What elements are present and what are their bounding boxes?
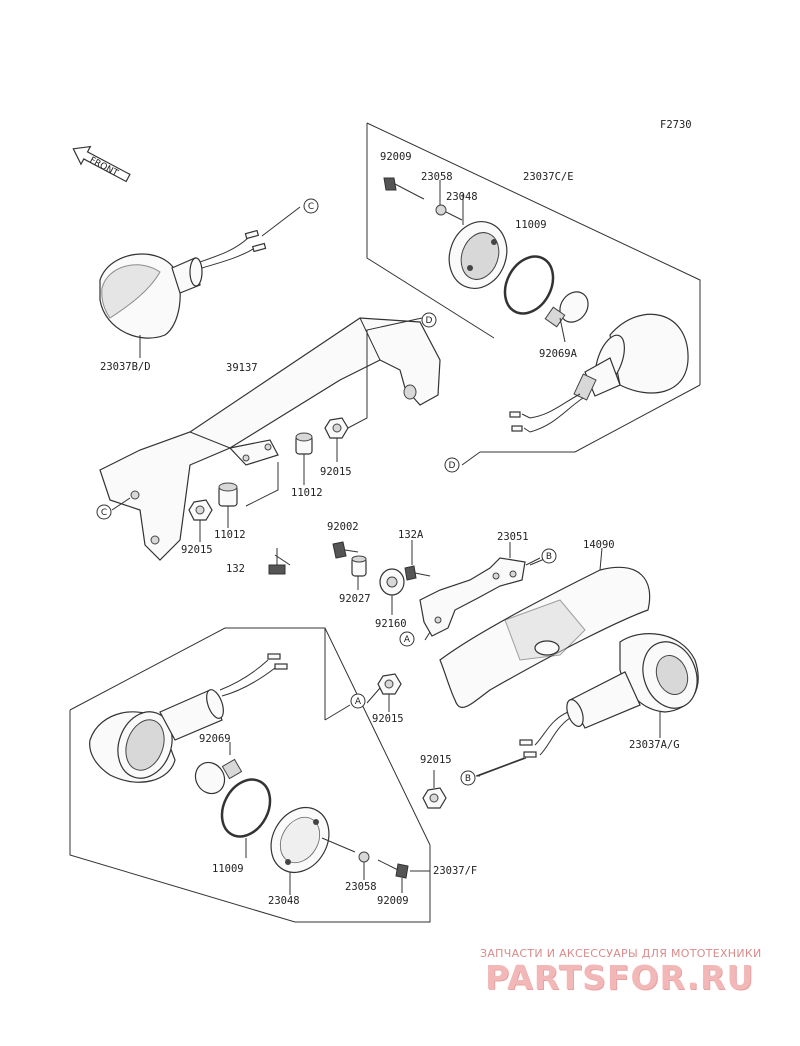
label-23058-top: 23058 — [421, 171, 453, 183]
svg-text:A: A — [355, 697, 362, 707]
screw-92009-top — [383, 177, 425, 200]
ref-circle-d-bottom: D — [444, 457, 460, 473]
svg-text:C: C — [101, 508, 107, 518]
front-arrow-icon: FRONT — [72, 145, 131, 183]
label-23058-bottom: 23058 — [345, 881, 377, 893]
svg-text:A: A — [404, 635, 411, 645]
label-92069a: 92069A — [539, 348, 578, 360]
figure-code: F2730 — [660, 119, 692, 131]
front-label: FRONT — [88, 156, 120, 179]
damper-92160 — [379, 568, 405, 596]
nut-92015-bottom — [422, 787, 447, 809]
bulb-92069 — [194, 758, 243, 795]
svg-text:B: B — [546, 552, 552, 562]
turn-signal-housing-ce — [509, 313, 689, 433]
bracket-23051 — [419, 557, 541, 637]
label-92027: 92027 — [339, 593, 371, 605]
label-132: 132 — [226, 563, 245, 575]
bushing-11012-right — [295, 432, 313, 455]
ref-circle-b-top: B — [541, 548, 557, 564]
label-11009-bottom: 11009 — [212, 863, 244, 875]
label-23037ag: 23037A/G — [629, 739, 680, 751]
ref-circle-c-bottom: C — [96, 504, 112, 520]
ref-circle-c-top: C — [303, 198, 319, 214]
label-23037f: 23037/F — [433, 865, 477, 877]
label-132a: 132A — [398, 529, 424, 541]
watermark-tagline: ЗАПЧАСТИ И АКСЕССУАРЫ ДЛЯ МОТОТЕХНИКИ — [480, 947, 762, 960]
assembly-box-23037ce — [366, 122, 701, 453]
gasket-11009-bottom — [220, 778, 272, 838]
svg-text:B: B — [465, 774, 471, 784]
svg-text:C: C — [308, 202, 314, 212]
turn-signal-23037ag — [475, 633, 699, 777]
label-23048-bottom: 23048 — [268, 895, 300, 907]
label-14090: 14090 — [583, 539, 615, 551]
label-92069: 92069 — [199, 733, 231, 745]
screw-92009-bottom — [377, 859, 430, 879]
svg-text:D: D — [449, 461, 456, 471]
label-11012-right: 11012 — [291, 487, 323, 499]
label-92009-bottom: 92009 — [377, 895, 409, 907]
label-39137: 39137 — [226, 362, 258, 374]
bolt-132a — [404, 565, 431, 581]
label-92015-bottom: 92015 — [420, 754, 452, 766]
collar-92027 — [351, 555, 367, 577]
ref-circle-d-top: D — [421, 312, 437, 328]
label-23037bd: 23037B/D — [100, 361, 151, 373]
bushing-11012-left — [218, 462, 279, 507]
ref-circle-b-bottom: B — [460, 770, 476, 786]
watermark-logo: PARTSFOR.RU — [485, 958, 755, 997]
bulb-92069a — [544, 291, 589, 328]
assembly-box-23037f — [69, 627, 431, 923]
ref-circle-a-top: A — [399, 631, 415, 647]
ref-circle-a-mid: A — [350, 693, 366, 709]
lens-23048-bottom — [270, 807, 356, 873]
label-23048-top: 23048 — [446, 191, 478, 203]
bolt-132 — [268, 548, 286, 575]
turn-signal-housing-f — [89, 653, 288, 783]
lens-23048-top — [448, 221, 508, 289]
turn-signal-23037bd — [99, 206, 301, 339]
svg-text:D: D — [426, 316, 433, 326]
label-92160: 92160 — [375, 618, 407, 630]
label-92009-top: 92009 — [380, 151, 412, 163]
washer-23058-top — [435, 204, 463, 221]
gasket-11009-top — [503, 255, 555, 315]
label-92015-left: 92015 — [181, 544, 213, 556]
washer-23058-bottom — [358, 851, 370, 863]
bolt-92002 — [332, 541, 359, 559]
label-23051: 23051 — [497, 531, 529, 543]
label-11009-top: 11009 — [515, 219, 547, 231]
label-92015-right: 92015 — [320, 466, 352, 478]
label-23037ce: 23037C/E — [523, 171, 574, 183]
label-11012-left: 11012 — [214, 529, 246, 541]
nut-92015-mid — [377, 673, 402, 695]
label-92015-mid: 92015 — [372, 713, 404, 725]
nut-92015-left — [188, 499, 213, 521]
leader-lines — [111, 180, 566, 895]
nut-92015-right — [324, 317, 423, 439]
bracket-39137 — [99, 317, 441, 561]
fender-14090 — [439, 547, 651, 708]
label-92002: 92002 — [327, 521, 359, 533]
